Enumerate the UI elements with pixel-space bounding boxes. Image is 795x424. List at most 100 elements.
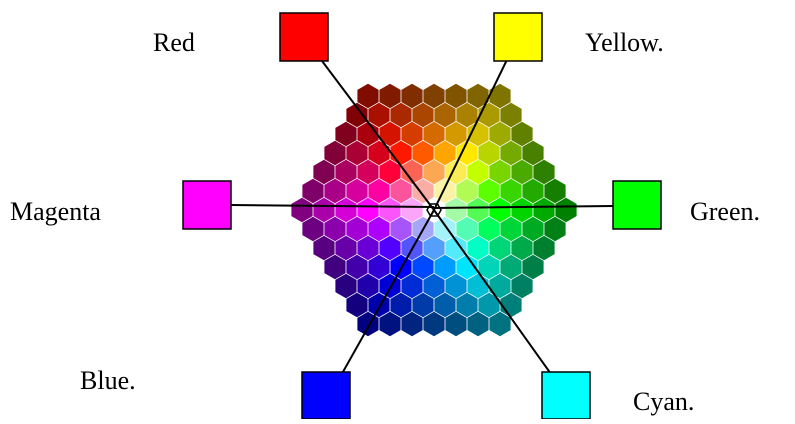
hex-cell: [313, 160, 334, 184]
hex-cell: [346, 217, 367, 241]
hex-cell: [368, 255, 389, 279]
hex-cell: [335, 274, 356, 298]
hex-cell: [511, 236, 532, 260]
hex-cell: [511, 122, 532, 146]
label-yellow: Yellow.: [585, 30, 664, 56]
swatch-green: [613, 181, 661, 229]
hex-cell: [511, 198, 532, 222]
hex-cell: [379, 198, 400, 222]
hex-cell: [412, 179, 433, 203]
hex-cell: [489, 198, 510, 222]
hex-cell: [533, 160, 554, 184]
hex-cell: [434, 293, 455, 317]
hex-cell: [401, 274, 422, 298]
hex-cell: [401, 312, 422, 336]
hex-cell: [379, 236, 400, 260]
label-cyan: Cyan.: [633, 389, 694, 415]
hex-cell: [412, 255, 433, 279]
swatch-magenta: [183, 181, 231, 229]
hex-cell: [357, 236, 378, 260]
hex-cell: [379, 84, 400, 108]
hex-cell: [335, 236, 356, 260]
hex-cell: [467, 312, 488, 336]
hex-cell: [555, 198, 576, 222]
hex-cell: [335, 198, 356, 222]
hex-cell: [412, 103, 433, 127]
hex-cell: [456, 103, 477, 127]
hex-cell: [423, 160, 444, 184]
hex-cell: [423, 236, 444, 260]
swatch-red: [280, 13, 328, 61]
hex-cell: [379, 160, 400, 184]
hex-cell: [434, 217, 455, 241]
hex-cell: [500, 293, 521, 317]
hex-cell: [489, 236, 510, 260]
hex-cell: [544, 179, 565, 203]
hex-cell: [456, 179, 477, 203]
hex-cell: [324, 255, 345, 279]
hex-cell: [379, 274, 400, 298]
hex-cell: [445, 198, 466, 222]
hex-cell: [511, 160, 532, 184]
hex-cell: [401, 84, 422, 108]
hex-cell: [434, 179, 455, 203]
hex-cell: [401, 122, 422, 146]
hex-cell: [500, 179, 521, 203]
hex-cell: [533, 198, 554, 222]
hex-cell: [324, 141, 345, 165]
hex-cell: [324, 217, 345, 241]
hex-cell: [390, 217, 411, 241]
label-magenta: Magenta: [10, 199, 101, 225]
hex-cell: [467, 198, 488, 222]
hex-cell: [445, 122, 466, 146]
hex-cell: [522, 255, 543, 279]
hex-cell: [434, 103, 455, 127]
swatch-yellow: [494, 13, 542, 61]
hex-cell: [489, 312, 510, 336]
hex-cell: [346, 179, 367, 203]
swatch-cyan: [542, 372, 590, 419]
hex-cell: [357, 160, 378, 184]
hex-cell: [445, 312, 466, 336]
hex-cell: [368, 179, 389, 203]
label-green: Green.: [690, 199, 760, 225]
hex-cell: [434, 255, 455, 279]
hex-cell: [500, 255, 521, 279]
hex-cell: [368, 141, 389, 165]
hex-cell: [544, 217, 565, 241]
hex-cell: [423, 312, 444, 336]
hex-cell: [500, 141, 521, 165]
swatch-blue: [302, 372, 350, 419]
hex-cell: [390, 293, 411, 317]
hex-cell: [302, 217, 323, 241]
hex-cell: [423, 274, 444, 298]
hex-cell: [533, 236, 554, 260]
hex-cell: [478, 103, 499, 127]
label-blue: Blue.: [80, 368, 136, 394]
hex-cell: [511, 274, 532, 298]
hex-cell: [522, 141, 543, 165]
hex-cell: [456, 141, 477, 165]
hex-cell: [445, 274, 466, 298]
hex-cell: [423, 122, 444, 146]
hex-cell: [500, 217, 521, 241]
hex-cell: [335, 160, 356, 184]
hex-cell: [390, 103, 411, 127]
hex-cell: [379, 312, 400, 336]
hex-cell: [456, 217, 477, 241]
hex-cell: [423, 84, 444, 108]
hex-cell: [478, 179, 499, 203]
label-red: Red: [153, 30, 195, 56]
hex-cell: [489, 274, 510, 298]
hex-cell: [291, 198, 312, 222]
hex-cell: [478, 217, 499, 241]
hex-cell: [401, 198, 422, 222]
hex-cell: [368, 103, 389, 127]
hex-cell: [357, 198, 378, 222]
hex-cell: [346, 141, 367, 165]
hex-cell: [445, 84, 466, 108]
hex-cell: [357, 274, 378, 298]
hex-cell: [412, 141, 433, 165]
